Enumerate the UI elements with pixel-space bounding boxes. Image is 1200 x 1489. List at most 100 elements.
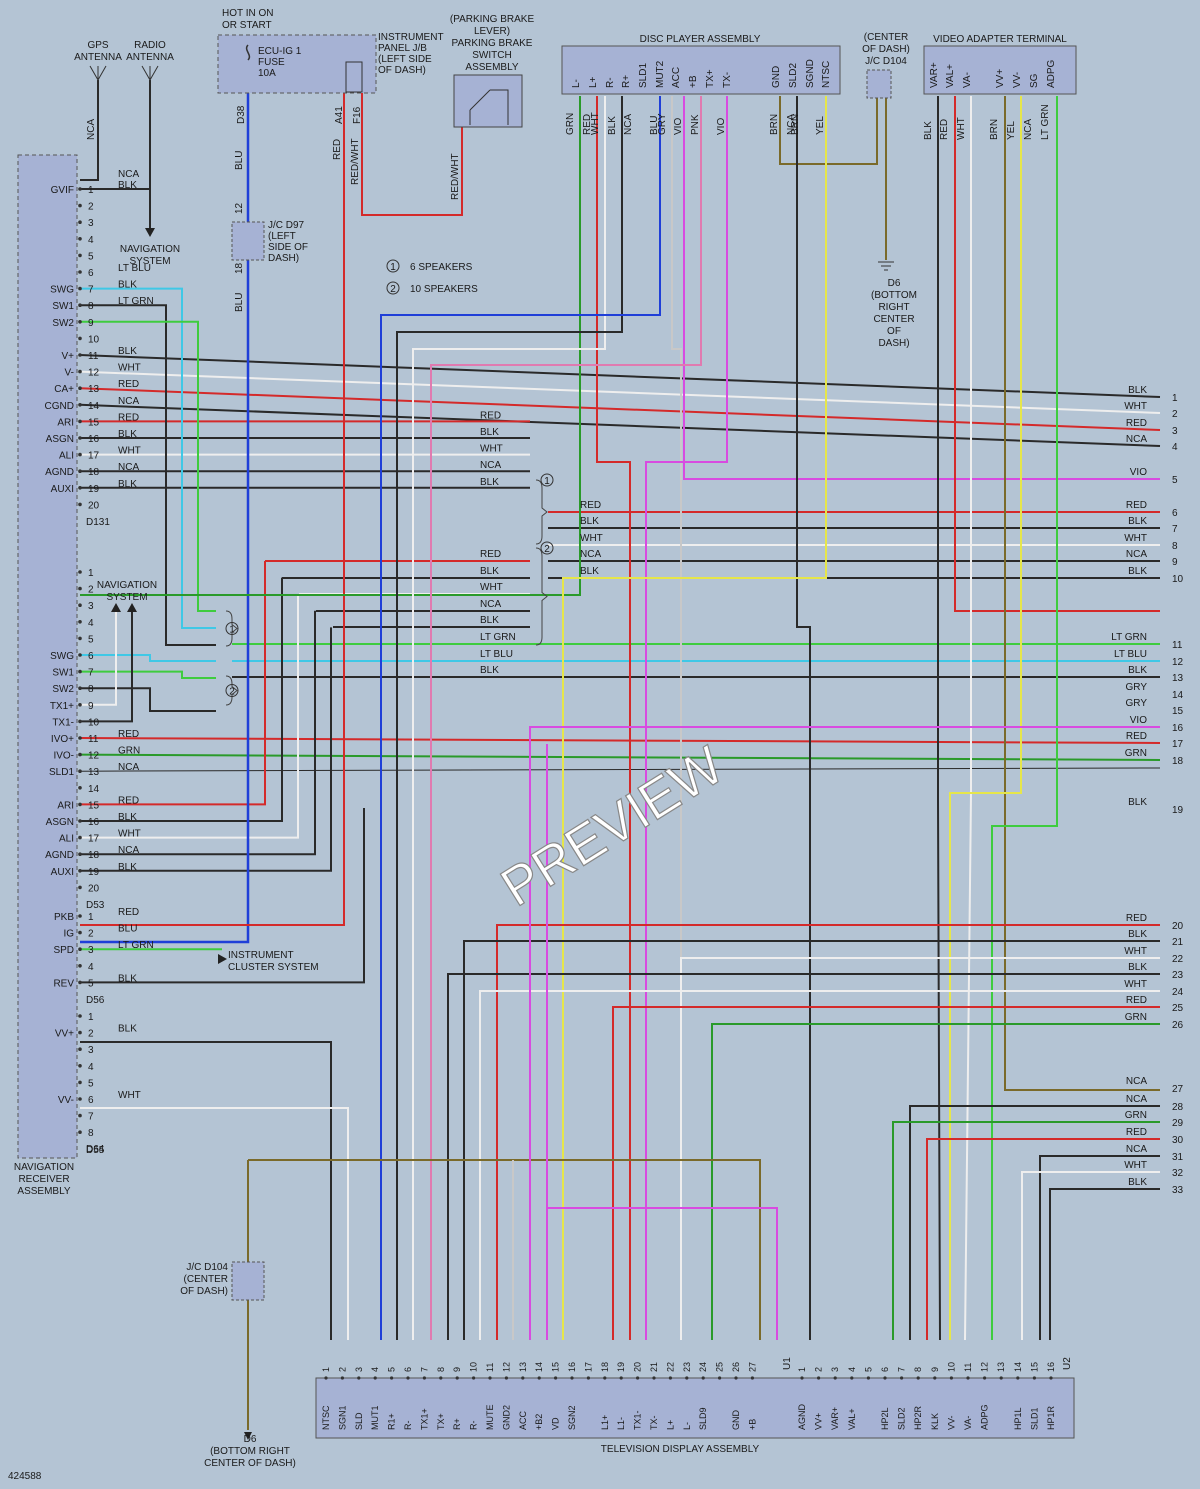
right-row-number: 30: [1172, 1135, 1184, 1146]
right-row-number: 22: [1172, 954, 1184, 965]
antenna-icon: [89, 65, 107, 82]
nav-pin-wire-color: RED: [118, 795, 139, 806]
speaker-wire-10: [80, 561, 266, 806]
d6-top-label: DASH): [878, 338, 909, 349]
tv-pin-terminal: [636, 1376, 640, 1380]
disc-player-pin: R-: [605, 77, 616, 88]
nav-pin-terminal: [78, 353, 82, 357]
wire-color-label: RED/WHT: [450, 153, 461, 200]
nav-pin-number: 1: [88, 1012, 94, 1023]
nav-pin-name: ARI: [57, 800, 74, 811]
tv-pin-terminal: [472, 1376, 476, 1380]
tv-pin-terminal: [373, 1376, 377, 1380]
right-row-number: 32: [1172, 1168, 1184, 1179]
disc-player-pin: TX+: [705, 69, 716, 88]
disc-player-pin: TX-: [722, 72, 733, 88]
video-adapter-wire-color: NCA: [1023, 119, 1034, 140]
nav-pin-terminal: [78, 253, 82, 258]
disc-audio-wire: [596, 96, 631, 1340]
disc-player-pin: NTSC: [821, 61, 832, 88]
disc-player-pin: R+: [621, 75, 632, 88]
nav-pin-number: 3: [88, 218, 94, 229]
nav-pin-name: REV: [53, 978, 74, 989]
antenna-label: RADIO: [134, 40, 166, 51]
nav-pin-terminal: [78, 603, 82, 607]
legend-number: 1: [390, 262, 396, 273]
tv-signal-wire: [680, 957, 1160, 1340]
tv-pin-number: 13: [996, 1362, 1006, 1372]
tv-pin-terminal: [949, 1376, 954, 1380]
relay-icon: [345, 61, 363, 93]
tv-signal-wire: [711, 1023, 1160, 1340]
right-row-number: 24: [1172, 987, 1184, 998]
video-adapter-wire: [954, 96, 1160, 612]
nav-pin-terminal: [78, 802, 82, 807]
legend-number: 2: [390, 284, 396, 295]
nav-pin-terminal: [78, 980, 82, 985]
nav-pin-number: 19: [88, 484, 100, 495]
parking-brake-label: PARKING BRAKE: [452, 38, 533, 49]
nav-pin-terminal: [78, 620, 82, 624]
nav-pin-number: 4: [88, 235, 94, 246]
jc-d97-label: (LEFT: [268, 231, 296, 242]
video-wire: [79, 737, 1161, 744]
nav-pin-number: 2: [88, 585, 94, 596]
video-adapter-pin: VV+: [995, 69, 1006, 88]
tv-pin-name: HP2L: [880, 1407, 890, 1430]
tv-signal-wire: [909, 1105, 1160, 1340]
disc-acc-wire: [671, 96, 682, 1340]
tv-pin-number: 3: [354, 1367, 364, 1372]
nav-pin-number: 2: [88, 929, 94, 940]
wire-color-label: RED: [332, 139, 343, 160]
nav-pin-wire-color: NCA: [118, 396, 139, 407]
right-row-number: 14: [1172, 690, 1184, 701]
tv-signal-wire: [496, 924, 1160, 1340]
tv-pin-number: 11: [485, 1363, 495, 1372]
tv-pin-number: 12: [980, 1362, 990, 1372]
d6-top-label: OF: [887, 326, 901, 337]
nav-pin-terminal: [78, 336, 82, 341]
tv-connector-id: U1: [782, 1357, 793, 1370]
tv-pin-name: +B2: [534, 1414, 544, 1430]
tv-signal-wire: [612, 1006, 1160, 1340]
tv-pin-name: ADPG: [980, 1404, 990, 1430]
tv-pin-number: 25: [715, 1362, 725, 1372]
disc-sld-wire: [796, 96, 811, 1340]
nav-pin-name: IVO+: [51, 734, 74, 745]
arrow-head-icon: [218, 954, 227, 964]
nav-pin-terminal: [78, 769, 82, 773]
video-adapter-box: [923, 45, 1077, 95]
tv-pin-terminal: [586, 1376, 591, 1380]
speaker-option-number: 1: [544, 476, 550, 487]
tv-pin-number: 1: [797, 1367, 807, 1372]
nav-pin-wire-color: BLK: [118, 346, 137, 357]
nav-pin-name: SW2: [52, 684, 74, 695]
nav-pin-name: TX1-: [52, 717, 74, 728]
right-row-wire-color: RED: [1126, 995, 1147, 1006]
tv-pin-number: 5: [863, 1367, 873, 1372]
tv-signal-wire: [1049, 1188, 1160, 1340]
tv-pin-terminal: [668, 1376, 673, 1380]
nav-pin-name: VV+: [55, 1029, 74, 1040]
nav-pin-name: SPD: [53, 945, 74, 956]
nav-pin-wire-color: NCA: [118, 762, 139, 773]
disc-audio-wire: [412, 96, 606, 1340]
disc-player-pin: GND: [771, 66, 782, 88]
nav-pin-terminal: [78, 369, 82, 374]
disc-player-wire-color: BRN: [790, 114, 801, 135]
right-row-wire-color: BLK: [1128, 1177, 1147, 1188]
tv-pin-terminal: [850, 1376, 854, 1380]
d6-bottom-label: CENTER OF DASH): [204, 1458, 296, 1469]
speaker-wire-label: BLK: [480, 477, 499, 488]
arrow-head-icon: [127, 603, 137, 612]
tv-pin-terminal: [488, 1376, 492, 1380]
right-row-wire-color: BLK: [1128, 566, 1147, 577]
right-row-wire-color: WHT: [1124, 1160, 1147, 1171]
nav-pin-number: 14: [88, 784, 100, 795]
right-row-wire-color: RED: [1126, 1127, 1147, 1138]
tv-pin-terminal: [340, 1376, 344, 1380]
jb-label: OF DASH): [378, 65, 426, 76]
nav-pin-terminal: [78, 1080, 82, 1085]
nav-pin-terminal: [78, 752, 82, 757]
right-row-number: 3: [1172, 426, 1178, 437]
